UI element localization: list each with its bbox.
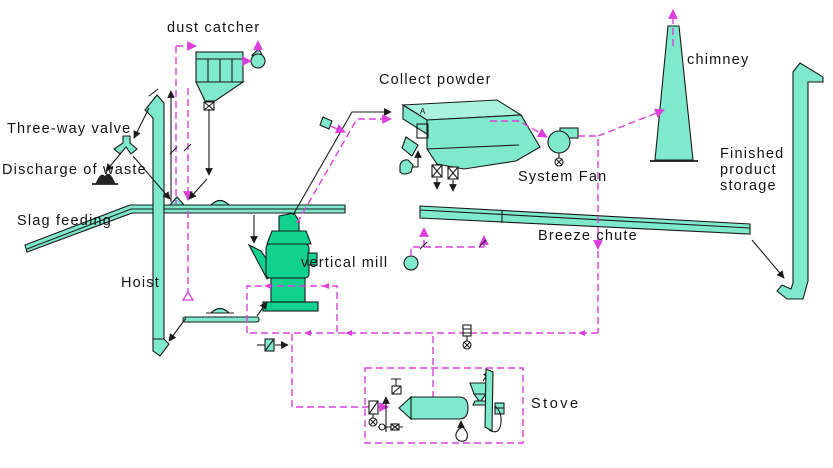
instrument-gauge-cross — [463, 341, 471, 349]
mill-side-box — [307, 252, 318, 266]
stove-aux-valve-cross — [390, 423, 400, 431]
duct-gate-valve — [319, 116, 333, 130]
stove — [368, 368, 505, 442]
collector-inlet-box — [416, 123, 429, 139]
feed-point-pile — [168, 196, 186, 206]
stove-body — [410, 396, 469, 420]
valve-to-waste-line — [105, 152, 122, 172]
dust-catcher-hopper — [195, 81, 245, 102]
mill-outlet-duct — [292, 108, 392, 216]
label-finished-product-storage: Finished product storage — [720, 146, 784, 194]
system-fan — [547, 127, 579, 167]
label-finished-line2: product — [720, 162, 777, 178]
return-arrow-3 — [304, 330, 311, 336]
system-fan-volute — [547, 130, 571, 154]
slag-feeding-conveyor — [24, 204, 346, 253]
collector-front-face — [426, 114, 541, 170]
dust-catcher-fan-volute — [250, 53, 266, 69]
collector-valve-2-cross — [447, 166, 459, 180]
dust-catcher — [195, 51, 245, 111]
flow-mid-arrows — [264, 283, 585, 336]
mill-inlet-hopper — [278, 212, 300, 232]
flow-to-stove — [291, 334, 389, 412]
hoist-duct — [144, 94, 165, 345]
instrument-body — [462, 324, 472, 337]
breeze-chute-inner-line — [419, 209, 751, 229]
stove-coal-funnel — [472, 393, 488, 402]
label-system-fan: System Fan — [518, 169, 608, 185]
flow-collector-to-fan — [490, 120, 548, 138]
collector-inlet-flap — [401, 136, 419, 157]
mill-classifier — [266, 230, 312, 245]
line-ticks — [148, 88, 192, 155]
stove-boundary-box — [364, 367, 524, 444]
stove-control-valve-stem — [391, 378, 402, 395]
stove-inlet-gauge-cross — [369, 418, 377, 426]
finished-product-storage-duct — [776, 62, 824, 300]
valve-to-conveyor-line — [132, 155, 171, 200]
return-arrow-1 — [578, 330, 585, 336]
flow-drop-end-triangle — [181, 290, 195, 301]
mill-feed-conveyor — [182, 316, 260, 323]
instrument-stripes — [463, 328, 471, 334]
mill-pedestal — [270, 277, 306, 303]
stove-aux-motor — [378, 423, 386, 431]
conveyor-inner-line — [26, 208, 345, 250]
box-arrow-1 — [264, 283, 271, 289]
dust-return-arrow — [188, 178, 208, 200]
label-finished-line1: Finished — [720, 146, 785, 162]
label-breeze-chute: Breeze chute — [538, 228, 638, 244]
collect-powder: A — [399, 99, 541, 192]
return-arrow-2 — [345, 330, 352, 336]
material-dome-upper — [209, 199, 231, 206]
label-chimney: chimney — [687, 52, 750, 68]
conveyor-to-hoist-arrow — [168, 317, 187, 342]
stove-elevator — [484, 368, 494, 432]
vertical-mill — [247, 212, 319, 312]
mill-base-flange — [262, 301, 319, 312]
material-dome-lower — [209, 307, 231, 314]
flow-fan-to-chimney — [597, 108, 665, 137]
label-dust-catcher: dust catcher — [167, 20, 261, 36]
waste-pile — [95, 173, 116, 185]
stove-feed-valve — [257, 338, 289, 352]
collector-feeder-blob — [399, 159, 414, 175]
chute-feeder-line — [410, 246, 484, 256]
three-way-valve-symbol — [113, 135, 138, 155]
dust-catcher-rotary-valve-cross — [203, 101, 215, 111]
mill-hot-air-box — [246, 285, 338, 333]
return-line-instrument — [462, 324, 472, 350]
chute-to-storage-arrow — [751, 239, 785, 279]
chimney-stack — [654, 25, 694, 161]
hoist-foot — [152, 338, 170, 357]
label-collect-powder: Collect powder — [379, 72, 492, 88]
gate-valve-arrow — [329, 124, 346, 134]
label-slag-feeding: Slag feeding — [17, 213, 113, 229]
stove-feed-valve-diag — [264, 338, 275, 352]
conveyor-to-mill-base-arrow — [256, 301, 268, 317]
collector-valve-1-cross — [431, 164, 443, 178]
chute-feed-ticks — [419, 239, 487, 250]
label-three-way-valve: Three-way valve — [7, 121, 132, 137]
chute-feeder-pump — [403, 255, 419, 271]
label-stove: Stove — [531, 396, 581, 412]
stove-hook-line — [488, 405, 502, 433]
label-finished-line3: storage — [720, 178, 777, 194]
hoist-to-valve-line — [133, 107, 150, 139]
stove-inlet-valve-diag — [368, 400, 379, 415]
label-discharge-of-waste: Discharge of waste — [2, 162, 147, 178]
label-hoist: Hoist — [121, 275, 161, 291]
system-fan-motor-cross — [555, 158, 563, 166]
stove-burner-nose — [398, 395, 412, 421]
box-arrow-2 — [322, 283, 329, 289]
collector-mark: A — [420, 107, 426, 116]
collector-seam-line — [426, 144, 520, 150]
label-vertical-mill: vertical mill — [301, 255, 389, 271]
stove-drain-blob — [455, 426, 469, 442]
